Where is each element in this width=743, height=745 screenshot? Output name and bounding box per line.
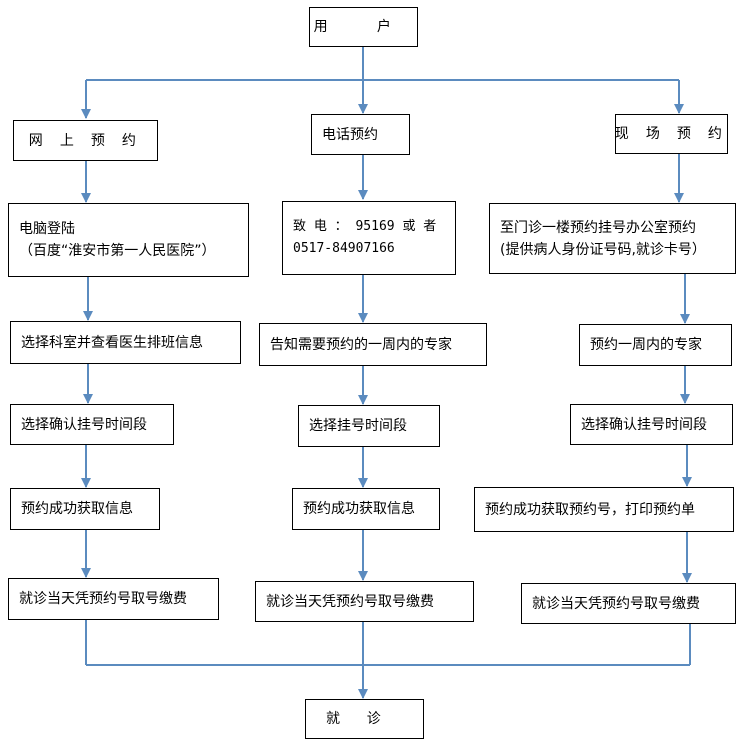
online-step-payment-label: 就诊当天凭预约号取号缴费 xyxy=(19,591,187,607)
visit-node: 就 诊 xyxy=(305,699,424,739)
onsite-step-timeslot-label: 选择确认挂号时间段 xyxy=(581,416,707,433)
online-step-success: 预约成功获取信息 xyxy=(10,488,160,530)
online-step-payment: 就诊当天凭预约号取号缴费 xyxy=(8,578,219,620)
onsite-step-success-label: 预约成功获取预约号，打印预约单 xyxy=(485,501,695,518)
phone-appointment-label: 电话预约 xyxy=(322,126,378,143)
online-step-department: 选择科室并查看医生排班信息 xyxy=(10,321,241,364)
online-step-login-line1: 电脑登陆 xyxy=(19,221,75,237)
onsite-step-office-line1: 至门诊一楼预约挂号办公室预约 xyxy=(500,219,696,236)
onsite-step-expert: 预约一周内的专家 xyxy=(579,324,732,366)
online-step-success-label: 预约成功获取信息 xyxy=(21,501,133,517)
onsite-step-office-line2: (提供病人身份证号码,就诊卡号） xyxy=(500,241,706,258)
phone-step-payment: 就诊当天凭预约号取号缴费 xyxy=(255,581,474,622)
phone-step-payment-label: 就诊当天凭预约号取号缴费 xyxy=(266,593,434,610)
phone-step-expert: 告知需要预约的一周内的专家 xyxy=(259,323,487,366)
online-appointment-label: 网 上 预 约 xyxy=(28,132,143,149)
online-step-login-line2: （百度“淮安市第一人民医院”） xyxy=(19,243,216,259)
onsite-step-timeslot: 选择确认挂号时间段 xyxy=(570,404,733,445)
phone-step-timeslot: 选择挂号时间段 xyxy=(298,405,440,447)
onsite-step-office: 至门诊一楼预约挂号办公室预约 (提供病人身份证号码,就诊卡号） xyxy=(489,203,736,274)
phone-step-success-label: 预约成功获取信息 xyxy=(303,501,415,517)
phone-step-call: 致 电 ： 95169 或 者 0517-84907166 xyxy=(282,201,456,275)
user-label: 用 户 xyxy=(313,19,414,35)
online-step-department-label: 选择科室并查看医生排班信息 xyxy=(21,334,203,351)
phone-step-call-line1: 致 电 ： 95169 或 者 xyxy=(293,219,437,234)
phone-appointment-node: 电话预约 xyxy=(311,114,410,155)
user-node: 用 户 xyxy=(309,7,418,47)
online-step-timeslot: 选择确认挂号时间段 xyxy=(10,404,174,445)
phone-step-call-line2: 0517-84907166 xyxy=(293,241,395,256)
phone-step-timeslot-label: 选择挂号时间段 xyxy=(309,418,407,434)
phone-step-success: 预约成功获取信息 xyxy=(292,488,440,530)
online-step-login: 电脑登陆 （百度“淮安市第一人民医院”） xyxy=(8,203,249,277)
phone-step-expert-label: 告知需要预约的一周内的专家 xyxy=(270,336,452,353)
visit-label: 就 诊 xyxy=(326,711,381,727)
onsite-appointment-label: 现 场 预 约 xyxy=(614,126,729,142)
online-appointment-node: 网 上 预 约 xyxy=(13,120,158,161)
onsite-step-payment: 就诊当天凭预约号取号缴费 xyxy=(521,583,736,624)
onsite-step-success: 预约成功获取预约号，打印预约单 xyxy=(474,487,734,532)
online-step-timeslot-label: 选择确认挂号时间段 xyxy=(21,416,147,433)
onsite-step-expert-label: 预约一周内的专家 xyxy=(590,337,702,353)
onsite-step-payment-label: 就诊当天凭预约号取号缴费 xyxy=(532,595,700,612)
onsite-appointment-node: 现 场 预 约 xyxy=(615,114,728,154)
